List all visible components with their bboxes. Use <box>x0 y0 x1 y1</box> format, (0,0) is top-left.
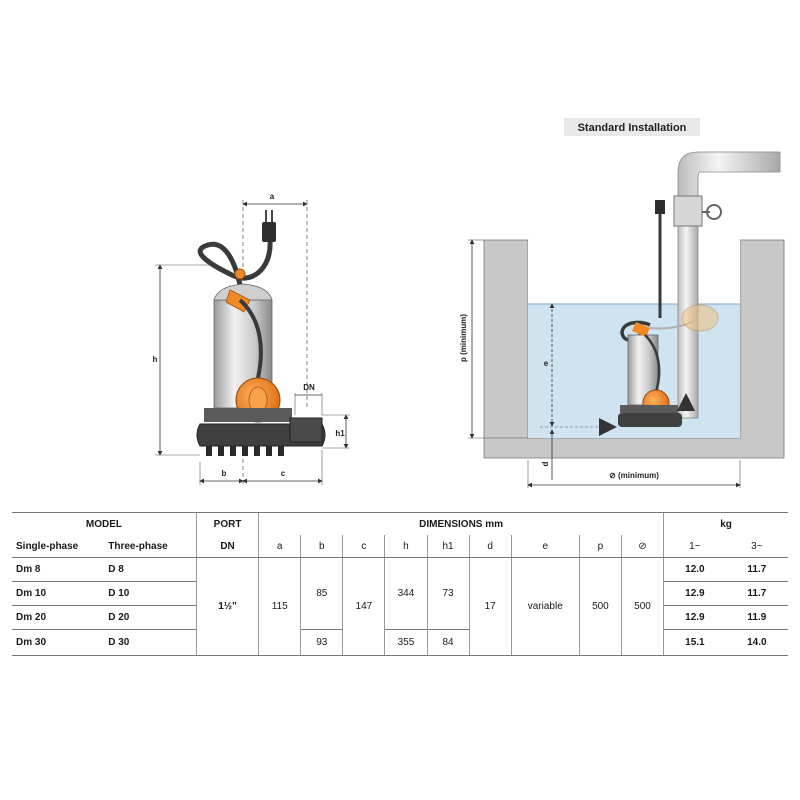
header-kg-3: 3~ <box>725 535 788 558</box>
header-model: MODEL <box>12 512 197 535</box>
label-c: c <box>281 469 286 478</box>
row-single: Dm 30 <box>12 629 105 656</box>
header-kg-1: 1~ <box>663 535 726 558</box>
header-kg: kg <box>663 512 788 535</box>
cell-h1-group1: 73 <box>426 557 470 630</box>
label-d: d <box>541 461 550 466</box>
plug-icon-install <box>655 200 665 214</box>
header-port: PORT <box>195 512 259 535</box>
cell-square: 500 <box>620 557 664 656</box>
pump-dimension-drawing: a h h1 DN b c <box>153 192 350 485</box>
cell-b-group2: 93 <box>300 629 343 656</box>
row-three: D 20 <box>104 605 197 630</box>
header-col-p: p <box>578 535 622 558</box>
header-col-square: ⊘ <box>620 535 664 558</box>
cell-a: 115 <box>258 557 301 656</box>
header-col-d: d <box>468 535 512 558</box>
cell-h-group1: 344 <box>384 557 427 630</box>
row-three: D 30 <box>104 629 197 656</box>
row-single: Dm 8 <box>16 564 41 575</box>
header-single-phase: Single-phase <box>12 535 105 558</box>
cell-kg1: 12.9 <box>663 581 726 606</box>
cell-kg1: 12.9 <box>663 605 726 630</box>
cell-kg3: 14.0 <box>725 629 788 656</box>
label-p-minimum: p (minimum) <box>459 314 468 362</box>
cell-h-group2: 355 <box>384 629 427 656</box>
cell-b-group1: 85 <box>300 557 343 630</box>
row-three: D 10 <box>104 581 197 606</box>
header-col-a: a <box>258 535 301 558</box>
cell-dn: 1½" <box>195 557 259 656</box>
table-row: Dm 30 D 30 93 355 84 15.1 14.0 <box>12 629 788 656</box>
table-row: Dm 10 D 10 12.9 11.7 <box>12 581 788 606</box>
standard-installation-title: Standard Installation <box>578 122 687 134</box>
label-dn: DN <box>303 383 315 392</box>
header-col-b: b <box>300 535 343 558</box>
cell-h1-group2: 84 <box>426 629 470 656</box>
label-h1: h1 <box>335 429 345 438</box>
header-dn: DN <box>195 535 259 558</box>
row-single: Dm 10 <box>12 581 105 606</box>
header-col-e: e <box>510 535 580 558</box>
label-e: e <box>544 359 549 368</box>
cell-kg3: 11.7 <box>725 581 788 606</box>
cell-e: variable <box>510 557 580 656</box>
label-square-minimum: ⊘ (minimum) <box>609 471 659 480</box>
row-single: Dm 20 <box>12 605 105 630</box>
table-row: Dm 8 D 8 1½" 115 85 147 344 73 17 variab… <box>12 557 788 656</box>
cell-c: 147 <box>342 557 385 656</box>
specifications-table: MODEL PORT DIMENSIONS mm kg Single-phase… <box>12 512 788 656</box>
technical-drawings: a h h1 DN b c Standard Installation <box>153 118 785 488</box>
header-dimensions: DIMENSIONS mm <box>258 512 664 535</box>
header-col-h1: h1 <box>426 535 470 558</box>
cell-kg3: 11.9 <box>725 605 788 630</box>
row-three: D 8 <box>108 564 124 575</box>
cell-kg1: 12.0 <box>663 557 726 582</box>
label-b: b <box>222 469 227 478</box>
cell-kg1: 15.1 <box>663 629 726 656</box>
header-col-c: c <box>342 535 385 558</box>
plug-icon <box>262 222 276 242</box>
cell-d: 17 <box>468 557 512 656</box>
cell-p: 500 <box>578 557 622 656</box>
label-a: a <box>270 192 275 201</box>
header-three-phase: Three-phase <box>104 535 197 558</box>
standard-installation-drawing: Standard Installation <box>459 118 785 488</box>
cell-kg3: 11.7 <box>747 564 767 575</box>
table-row: Dm 20 D 20 12.9 11.9 <box>12 605 788 630</box>
header-col-h: h <box>384 535 427 558</box>
label-h: h <box>153 355 158 364</box>
